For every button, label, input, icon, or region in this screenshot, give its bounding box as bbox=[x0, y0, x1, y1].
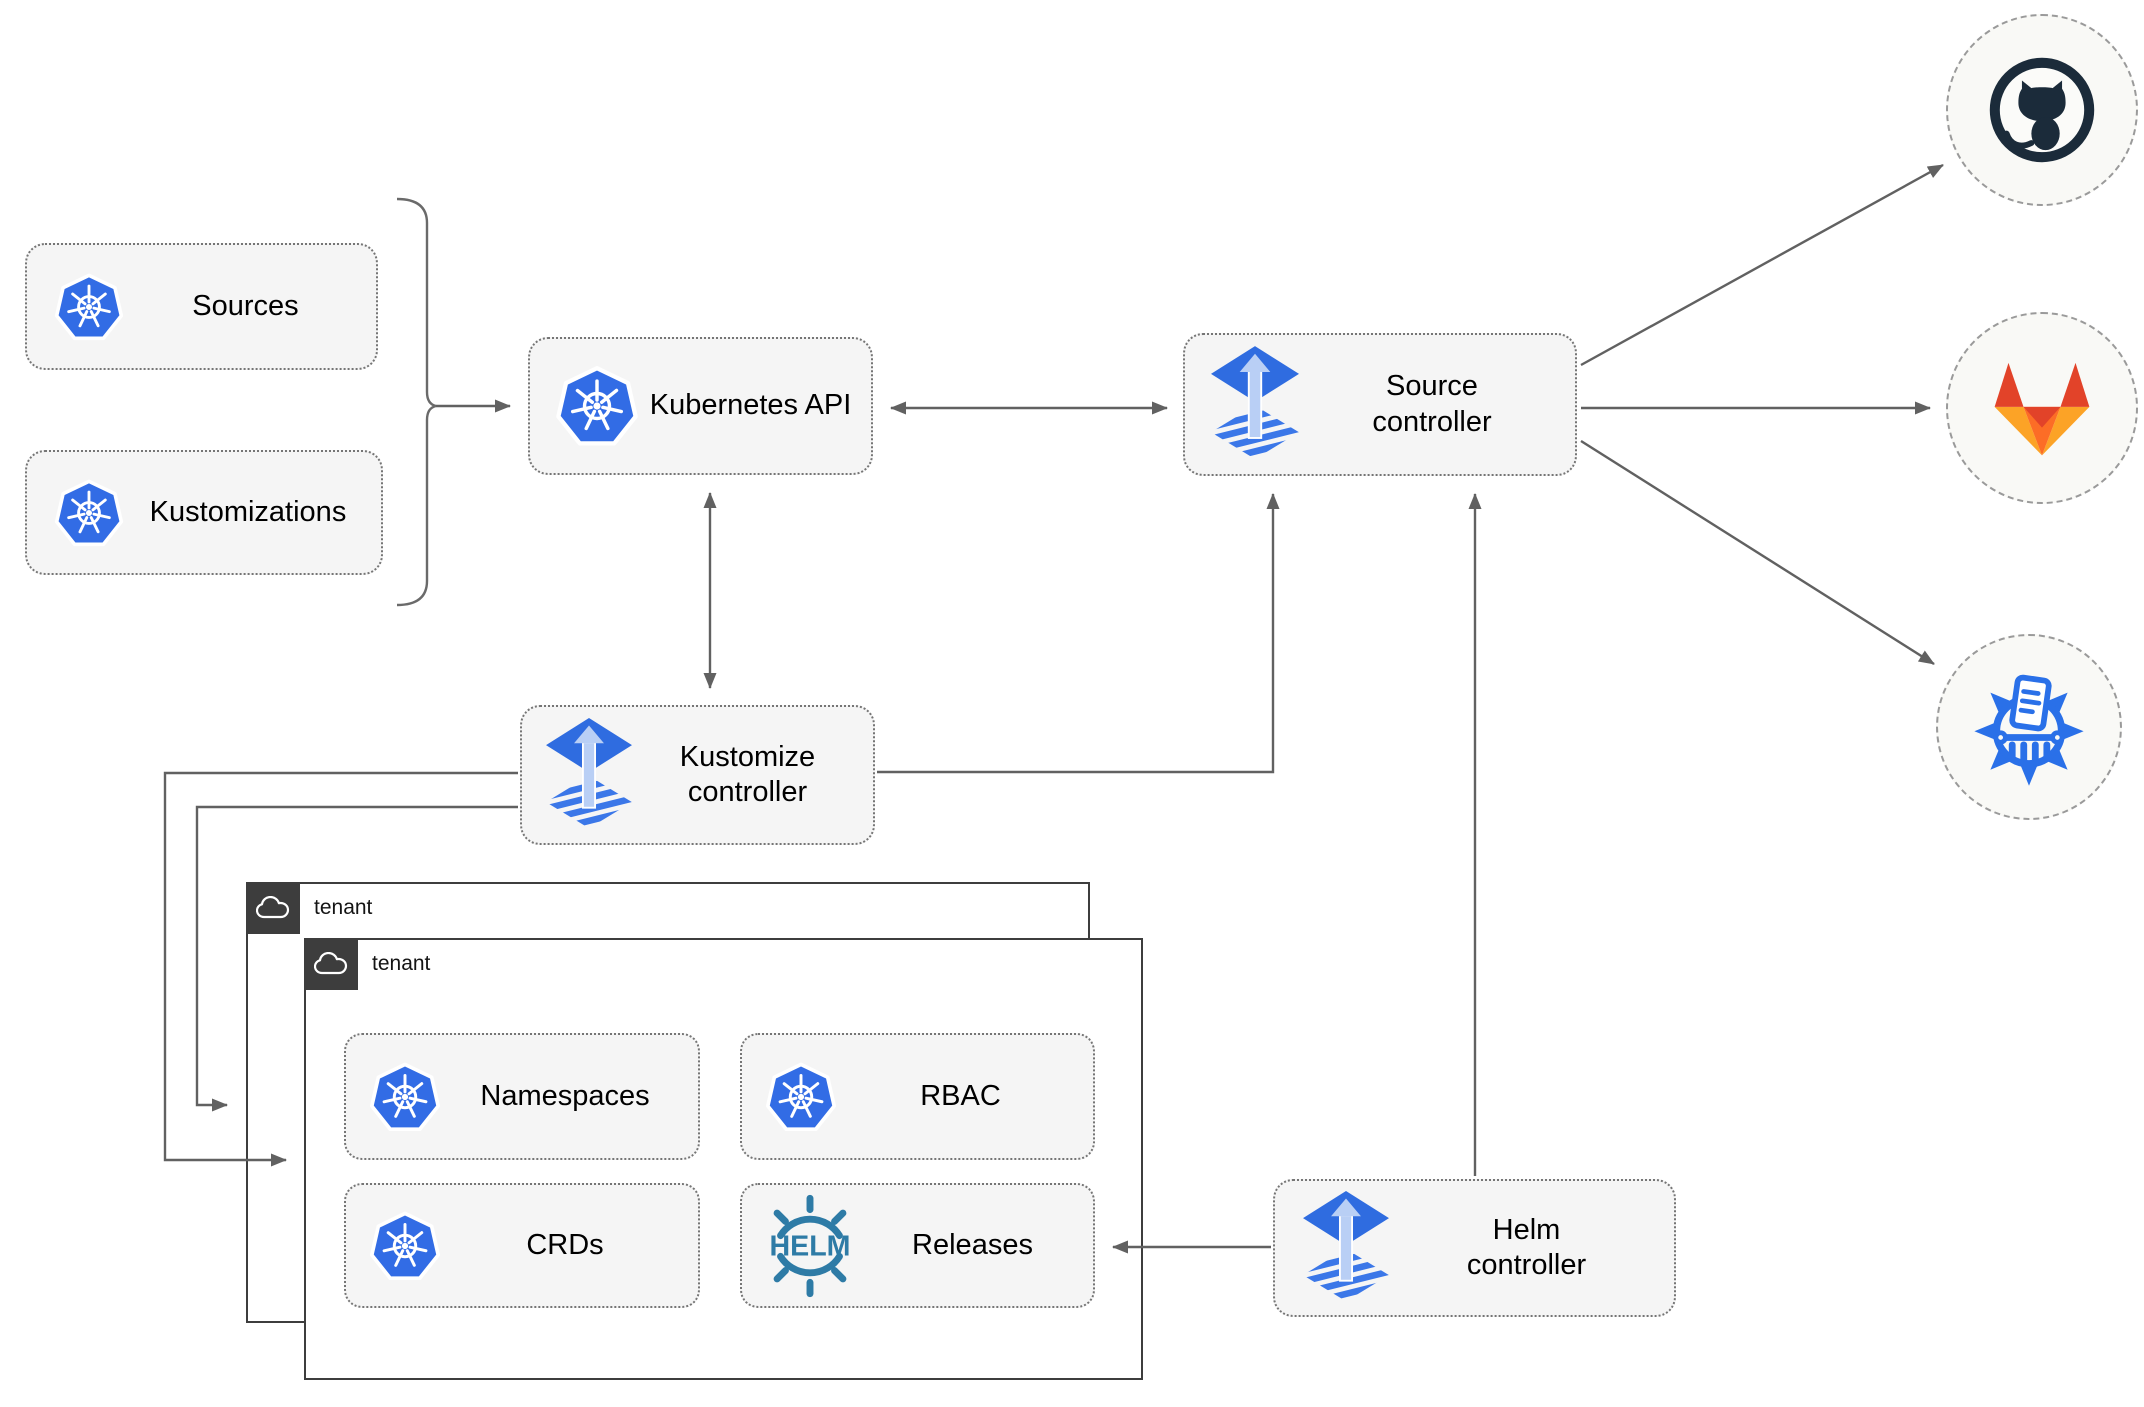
github-octocat-icon bbox=[1989, 57, 2095, 163]
node-releases: HELM Releases bbox=[740, 1183, 1095, 1308]
endpoint-registry bbox=[1936, 634, 2122, 820]
cloud-icon bbox=[256, 896, 290, 919]
arrow-kustomize-controller-to-source-controller bbox=[877, 493, 1280, 774]
kubernetes-icon bbox=[530, 363, 640, 449]
node-namespaces: Namespaces bbox=[344, 1033, 700, 1160]
bracket-sources-group bbox=[396, 197, 437, 607]
helm-logo-text: HELM bbox=[769, 1230, 850, 1262]
endpoint-github bbox=[1946, 14, 2138, 206]
node-label: Helm controller bbox=[1466, 1213, 1587, 1281]
flux-icon bbox=[1185, 346, 1299, 463]
node-kustomize-controller: Kustomize controller bbox=[520, 705, 875, 845]
node-label: Source controller bbox=[1372, 370, 1492, 438]
kubernetes-icon bbox=[346, 1209, 442, 1283]
node-kubernetes-api: Kubernetes API bbox=[528, 337, 873, 475]
kubernetes-icon bbox=[742, 1060, 838, 1134]
tenant-label: tenant bbox=[372, 952, 431, 975]
cloud-icon bbox=[314, 952, 348, 975]
node-helm-controller: Helm controller bbox=[1273, 1179, 1676, 1317]
node-label: Releases bbox=[912, 1228, 1033, 1261]
arrow-source-controller-to-github bbox=[1580, 163, 1944, 367]
node-label: Kubernetes API bbox=[649, 389, 852, 422]
node-sources: Sources bbox=[25, 243, 378, 370]
tenant-badge bbox=[304, 938, 358, 990]
arrow-source-controller-to-registry bbox=[1580, 439, 1935, 666]
tenant-badge bbox=[246, 882, 300, 934]
endpoint-gitlab bbox=[1946, 312, 2138, 504]
gitlab-tanuki-icon bbox=[1994, 362, 2090, 456]
node-label: Kustomize controller bbox=[679, 740, 816, 808]
kubernetes-icon bbox=[27, 271, 125, 343]
node-crds: CRDs bbox=[344, 1183, 700, 1308]
node-label: Kustomizations bbox=[149, 495, 347, 528]
node-kustomizations: Kustomizations bbox=[25, 450, 383, 575]
node-source-controller: Source controller bbox=[1183, 333, 1577, 476]
node-label: RBAC bbox=[920, 1079, 1001, 1112]
flux-icon bbox=[522, 718, 632, 832]
node-label: CRDs bbox=[526, 1228, 604, 1261]
node-label: Namespaces bbox=[480, 1079, 650, 1112]
node-label: Sources bbox=[192, 289, 299, 322]
helm-icon: HELM bbox=[742, 1194, 862, 1298]
kubernetes-icon bbox=[27, 477, 125, 549]
kubernetes-icon bbox=[346, 1060, 442, 1134]
tenant-label: tenant bbox=[314, 896, 373, 919]
node-rbac: RBAC bbox=[740, 1033, 1095, 1160]
flux-icon bbox=[1275, 1191, 1389, 1305]
manifest-registry-icon bbox=[1974, 674, 2084, 786]
